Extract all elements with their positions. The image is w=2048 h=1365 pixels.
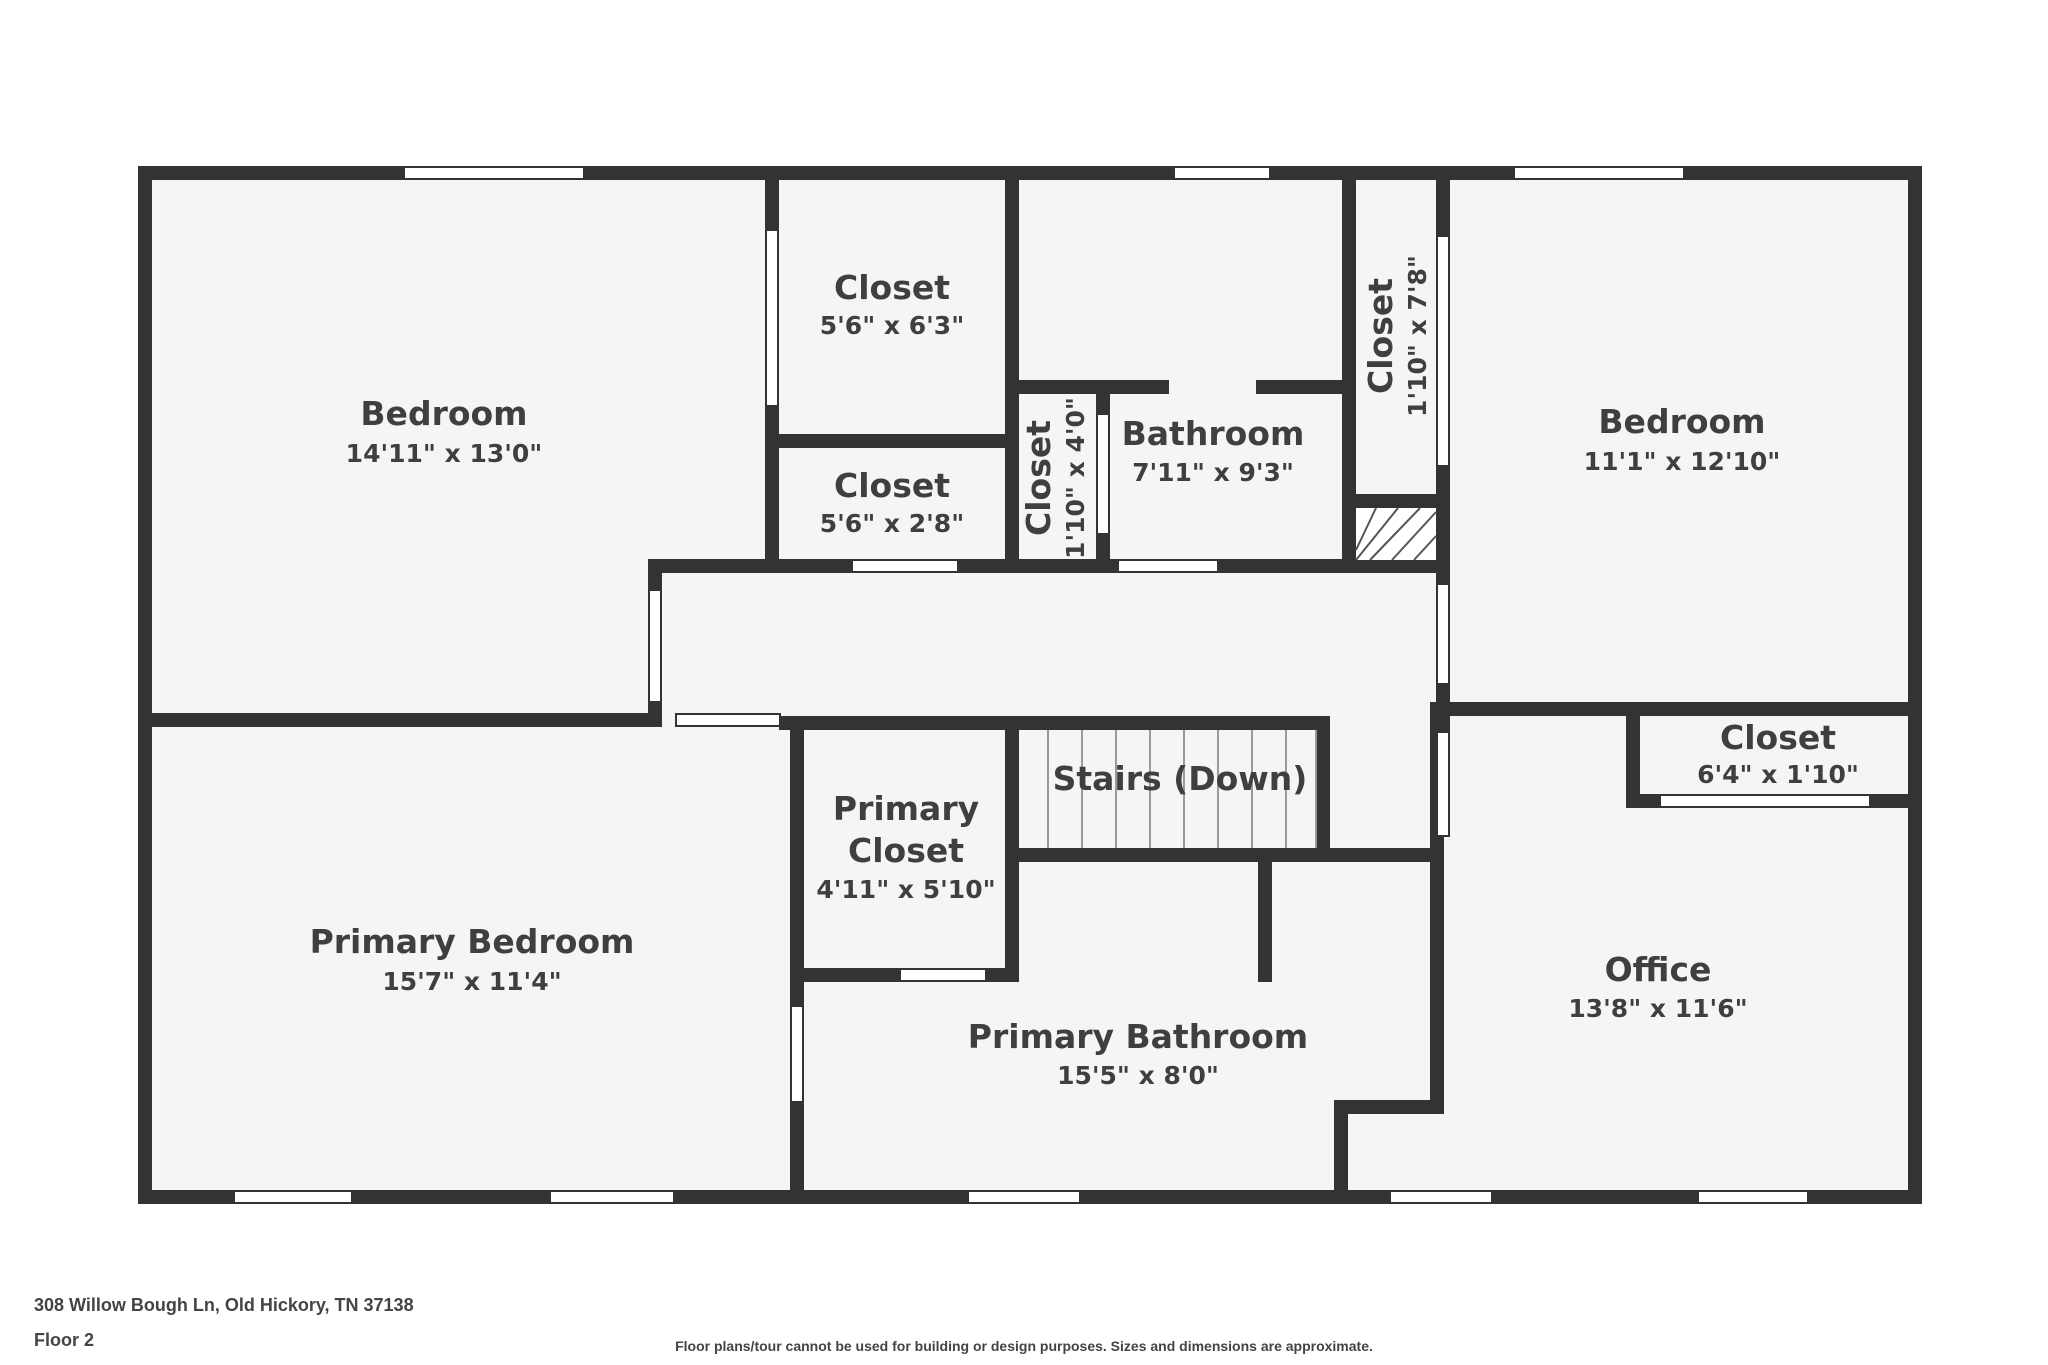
- room-dims-primary-bedroom: 15'7" x 11'4": [382, 967, 561, 996]
- property-address: 308 Willow Bough Ln, Old Hickory, TN 371…: [34, 1295, 414, 1315]
- windows: [233, 166, 1809, 1204]
- room-dims-closet-small: 5'6" x 2'8": [820, 509, 964, 538]
- room-dims-office: 13'8" x 11'6": [1568, 994, 1747, 1023]
- room-name-primary-bathroom: Primary Bathroom: [968, 1017, 1308, 1056]
- room-dims-closet-office: 6'4" x 1'10": [1697, 760, 1859, 789]
- room-dims-closet-tall: 1'10" x 7'8": [1403, 255, 1432, 417]
- doorways: [648, 229, 1871, 1103]
- room-name-office: Office: [1605, 950, 1712, 989]
- room-dims-primary-closet: 4'11" x 5'10": [816, 875, 995, 904]
- room-dims-bedroom-right: 11'1" x 12'10": [1584, 447, 1781, 476]
- room-dims-primary-bathroom: 15'5" x 8'0": [1057, 1061, 1219, 1090]
- room-name-primary-bedroom: Primary Bedroom: [310, 922, 635, 961]
- room-name-primary-closet-line1: Primary: [833, 789, 979, 828]
- room-name-closet-office: Closet: [1720, 718, 1836, 757]
- room-name-primary-closet-line2: Closet: [848, 831, 964, 870]
- room-dims-bedroom-left: 14'11" x 13'0": [346, 439, 543, 468]
- floor-label: Floor 2: [34, 1330, 95, 1350]
- room-dims-bathroom: 7'11" x 9'3": [1132, 458, 1294, 487]
- chase-hatch: [1355, 507, 1437, 561]
- room-name-stairs: Stairs (Down): [1053, 759, 1308, 798]
- room-name-closet-small: Closet: [834, 466, 950, 505]
- room-name-bedroom-right: Bedroom: [1598, 402, 1765, 441]
- room-name-bathroom: Bathroom: [1122, 414, 1305, 453]
- disclaimer: Floor plans/tour cannot be used for buil…: [675, 1338, 1373, 1354]
- room-name-closet-narrow: Closet: [1019, 420, 1058, 536]
- room-name-closet-tall: Closet: [1361, 278, 1400, 394]
- floor-area: [138, 166, 1922, 1204]
- room-name-closet-top: Closet: [834, 268, 950, 307]
- room-dims-closet-narrow: 1'10" x 4'0": [1061, 397, 1090, 559]
- stairs: [1047, 730, 1317, 848]
- room-name-bedroom-left: Bedroom: [360, 394, 527, 433]
- room-dims-closet-top: 5'6" x 6'3": [820, 311, 964, 340]
